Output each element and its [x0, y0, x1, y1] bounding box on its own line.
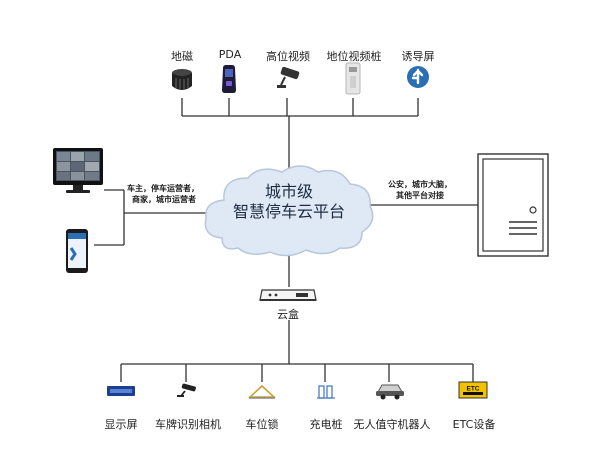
- pda-icon: [222, 65, 236, 93]
- smartphone-icon: [66, 229, 88, 273]
- server-icon: [477, 153, 549, 257]
- cloud-title-line-2: 智慧停车云平台: [232, 202, 345, 221]
- plate-recognition-camera-icon: [177, 383, 196, 397]
- left-note: 车主，停车运营者， 商家，城市运营者: [127, 183, 199, 205]
- bottom-device-label-etc: ETC设备: [452, 418, 496, 431]
- top-device-label-guidance-screen: 诱导屏: [401, 50, 435, 63]
- top-device-label-pda: PDA: [218, 48, 242, 61]
- left-note-line-2: 商家，城市运营者: [132, 195, 196, 204]
- guidance-screen-icon: [407, 66, 429, 88]
- display-screen-icon: [107, 386, 135, 396]
- unattended-robot-icon: [376, 384, 404, 400]
- monitor-icon: [53, 148, 103, 193]
- bottom-device-label-plate-camera: 车牌识别相机: [155, 418, 221, 431]
- geomagnetic-sensor-icon: [172, 69, 192, 90]
- left-note-line-1: 车主，停车运营者，: [127, 184, 199, 193]
- high-video-camera-icon: [277, 67, 300, 88]
- top-device-label-low-video-pile: 地位视频桩: [326, 50, 382, 63]
- bottom-device-label-parking-lock: 车位锁: [245, 418, 279, 431]
- top-device-label-high-video: 高位视频: [266, 50, 310, 63]
- hub-label: 云盒: [277, 308, 299, 321]
- parking-lock-icon: [248, 384, 276, 399]
- cloud-box-icon: [259, 289, 317, 301]
- low-video-pile-icon: [345, 62, 361, 95]
- bottom-device-label-charging-pile: 充电桩: [309, 418, 343, 431]
- right-note-line-2: 其他平台对接: [396, 191, 444, 200]
- etc-device-icon: ETC: [458, 381, 488, 399]
- bottom-device-label-robot: 无人值守机器人: [353, 418, 431, 431]
- top-device-label-geomagnetic: 地磁: [171, 50, 193, 63]
- right-note-line-1: 公安，城市大脑，: [388, 180, 452, 189]
- cloud-platform-title: 城市级 智慧停车云平台: [200, 182, 378, 222]
- cloud-shape: [204, 165, 374, 257]
- charging-pile-icon: [317, 385, 335, 399]
- right-note: 公安，城市大脑， 其他平台对接: [388, 179, 452, 201]
- bottom-device-label-display: 显示屏: [104, 418, 138, 431]
- etc-badge-text: ETC: [467, 386, 480, 393]
- cloud-title-line-1: 城市级: [264, 182, 313, 201]
